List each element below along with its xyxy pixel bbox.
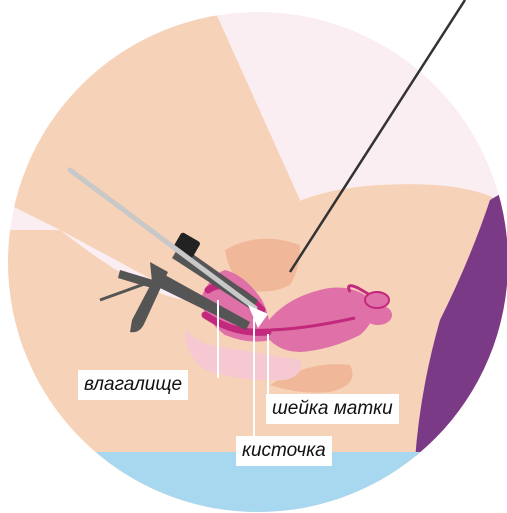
label-vagina: влагалище [78, 370, 188, 400]
ovary-top [365, 292, 389, 308]
label-brush: кисточка [236, 436, 332, 466]
label-cervix: шейка матки [266, 394, 399, 424]
